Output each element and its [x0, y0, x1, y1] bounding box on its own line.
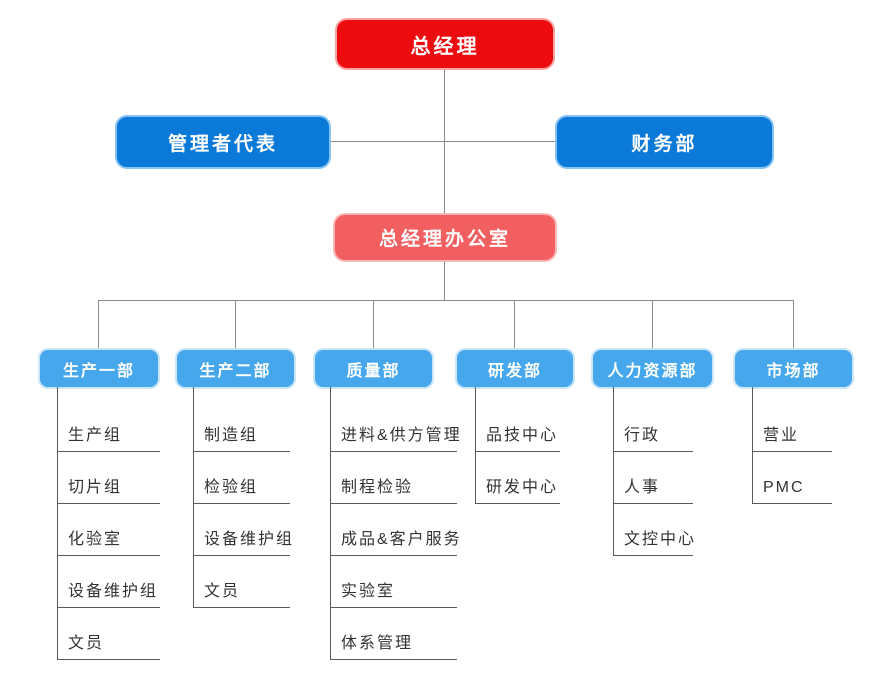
connector-drop-production-1: [98, 300, 99, 350]
org-unit-item: 营业: [753, 387, 832, 452]
node-management-representative: 管理者代表: [117, 117, 329, 167]
node-general-manager-office: 总经理办公室: [335, 215, 555, 260]
org-unit-item: 研发中心: [476, 452, 560, 504]
org-unit-item: 文控中心: [614, 504, 694, 556]
unit-list-market: 营业 PMC: [752, 387, 832, 504]
unit-list-production-2: 制造组 检验组 设备维护组 文员: [193, 387, 292, 608]
connector-drop-production-2: [235, 300, 236, 350]
node-general-manager: 总经理: [337, 20, 553, 68]
org-unit-item: 制造组: [194, 387, 290, 452]
node-finance-department: 财务部: [557, 117, 772, 167]
connector-level2-horizontal: [329, 141, 557, 142]
org-unit-item: 体系管理: [331, 608, 457, 660]
node-dept-market: 市场部: [735, 350, 852, 387]
node-dept-hr: 人力资源部: [593, 350, 712, 387]
unit-list-production-1: 生产组 切片组 化验室 设备维护组 文员: [57, 387, 160, 660]
unit-list-hr: 行政 人事 文控中心: [613, 387, 694, 556]
org-unit-item: 品技中心: [476, 387, 560, 452]
org-unit-item: 文员: [58, 608, 160, 660]
org-unit-item: 生产组: [58, 387, 160, 452]
connector-office-to-bus: [444, 260, 445, 300]
org-unit-item: 检验组: [194, 452, 290, 504]
org-unit-item: 文员: [194, 556, 290, 608]
node-dept-quality: 质量部: [315, 350, 432, 387]
connector-department-bus: [98, 300, 794, 301]
org-unit-item: 成品&客户服务: [331, 504, 460, 556]
connector-drop-hr: [652, 300, 653, 350]
connector-drop-quality: [373, 300, 374, 350]
org-unit-item: 制程检验: [331, 452, 457, 504]
org-unit-item: 切片组: [58, 452, 160, 504]
org-unit-item: 人事: [614, 452, 693, 504]
org-unit-item: 实验室: [331, 556, 457, 608]
org-unit-item: 化验室: [58, 504, 160, 556]
unit-list-quality: 进料&供方管理 制程检验 成品&客户服务 实验室 体系管理: [330, 387, 460, 660]
node-dept-production-2: 生产二部: [177, 350, 294, 387]
connector-drop-rnd: [514, 300, 515, 350]
org-unit-item: 设备维护组: [58, 556, 160, 608]
org-unit-item: 设备维护组: [194, 504, 292, 556]
node-dept-production-1: 生产一部: [40, 350, 158, 387]
org-unit-item: 行政: [614, 387, 693, 452]
node-dept-rnd: 研发部: [457, 350, 573, 387]
org-unit-item: 进料&供方管理: [331, 387, 460, 452]
connector-drop-market: [793, 300, 794, 350]
unit-list-rnd: 品技中心 研发中心: [475, 387, 560, 504]
org-unit-item: PMC: [753, 452, 832, 504]
